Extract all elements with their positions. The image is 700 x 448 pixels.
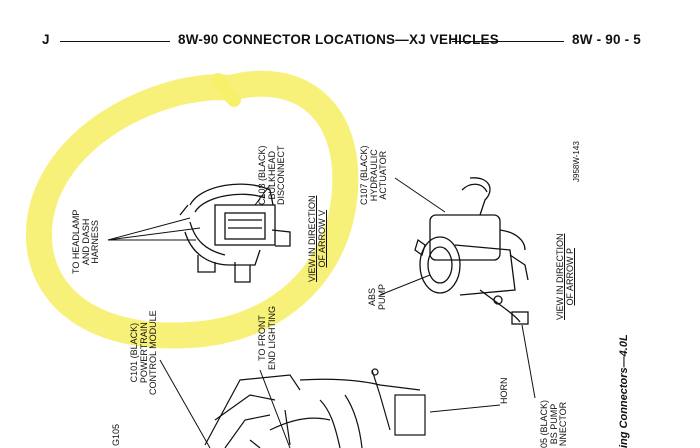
- highlighter-tick: [211, 73, 241, 107]
- header-letter: J: [42, 32, 50, 47]
- highlighter-mark: [25, 70, 359, 349]
- header-title: 8W-90 CONNECTOR LOCATIONS—XJ VEHICLES: [178, 32, 499, 47]
- figure-caption: ing Connectors—4.0L: [618, 334, 630, 448]
- leader-lines-bottom: [159, 359, 501, 448]
- leader-lines-right: [379, 177, 536, 399]
- leader-lines-left: [107, 184, 271, 241]
- engine-bay-sketch: [204, 368, 426, 448]
- header-rule-right: [452, 41, 564, 43]
- header-rule-left: [60, 41, 170, 43]
- abs-pump-icon: [414, 177, 529, 325]
- figure-code: J958W-143: [572, 141, 581, 182]
- label-g105: G105: [111, 423, 121, 446]
- bulkhead-connector-icon: [179, 183, 291, 283]
- header-page-number: 8W - 90 - 5: [572, 32, 641, 47]
- label-horn: HORN: [499, 377, 509, 405]
- page-header: J 8W-90 CONNECTOR LOCATIONS—XJ VEHICLES …: [0, 30, 700, 52]
